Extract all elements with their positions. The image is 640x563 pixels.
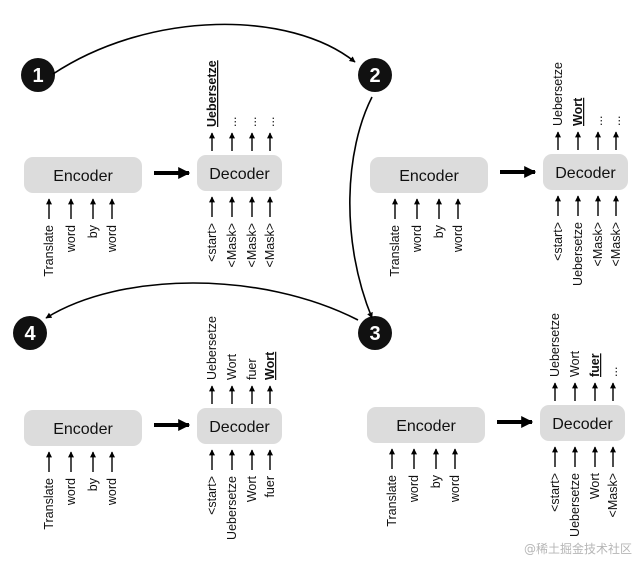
decoder-input-token: Wort (588, 472, 602, 499)
decoder-output-token: Uebersetze (551, 62, 565, 126)
decoder-box (540, 405, 625, 441)
decoder-input-token: Uebersetze (571, 222, 585, 286)
step-number: 3 (369, 323, 380, 345)
decoder-input-token: <Mask> (591, 222, 605, 266)
decoder-input-token: <start> (548, 473, 562, 512)
decoder-label: Decoder (209, 419, 270, 436)
encoder-input-token: word (451, 225, 465, 253)
decoder-box (543, 154, 628, 190)
decoder-output-token: ... (225, 117, 239, 127)
step-number: 2 (369, 65, 380, 87)
decoder-output-token: ... (245, 117, 259, 127)
decoder-box (197, 155, 282, 191)
encoder-input-token: Translate (42, 478, 56, 530)
decoder-label: Decoder (555, 165, 616, 182)
encoder-label: Encoder (53, 168, 113, 185)
encoder-input-token: word (64, 478, 78, 506)
decoder-input-token: <Mask> (245, 223, 259, 267)
encoder-input-token: by (432, 224, 446, 238)
decoder-input-token: <start> (205, 223, 219, 262)
step-badge (13, 316, 47, 350)
decoder-output-token: ... (609, 116, 623, 126)
transition-arrow-2-to-3 (349, 96, 373, 319)
decoder-input-token: <Mask> (225, 223, 239, 267)
encoder-box (370, 157, 488, 193)
encoder-box (24, 410, 142, 446)
decoder-output-token-current: fuer (588, 353, 602, 377)
decoder-box (197, 408, 282, 444)
decoder-output-token: ... (263, 117, 277, 127)
encoder-input-token: by (86, 477, 100, 491)
decoder-output-token: fuer (245, 358, 259, 380)
decoder-input-token: fuer (263, 476, 277, 498)
encoder-input-token: word (407, 475, 421, 503)
decoder-input-token: <start> (205, 476, 219, 515)
encoder-input-token: word (410, 225, 424, 253)
decoder-input-token: <start> (551, 222, 565, 261)
decoder-output-token: ... (606, 367, 620, 377)
encoder-input-token: word (448, 475, 462, 503)
encoder-input-token: word (64, 225, 78, 253)
encoder-input-token: Translate (42, 225, 56, 277)
encoder-input-token: Translate (388, 225, 402, 277)
step-badge (358, 58, 392, 92)
encoder-label: Encoder (396, 418, 456, 435)
encoder-box (367, 407, 485, 443)
decoder-output-token-current: Wort (263, 351, 277, 380)
encoder-input-token: word (105, 225, 119, 253)
watermark-text: @稀土掘金技术社区 (523, 542, 632, 556)
decoder-label: Decoder (552, 416, 613, 433)
decoder-input-token: <Mask> (609, 222, 623, 266)
encoder-input-token: by (429, 474, 443, 488)
decoder-input-token: Uebersetze (568, 473, 582, 537)
decoder-input-token: Wort (245, 475, 259, 502)
step-badge (358, 316, 392, 350)
encoder-label: Encoder (53, 421, 113, 438)
transition-arrow-1-to-2 (52, 23, 356, 75)
decoder-input-token: <Mask> (263, 223, 277, 267)
transition-arrow-3-to-4 (45, 282, 359, 321)
decoder-output-token: Uebersetze (205, 316, 219, 380)
encoder-input-token: by (86, 224, 100, 238)
decoder-output-token: ... (591, 116, 605, 126)
decoder-input-token: Uebersetze (225, 476, 239, 540)
decoder-output-token: Wort (225, 353, 239, 380)
decoder-output-token: Wort (568, 350, 582, 377)
decoder-output-token-current: Uebersetze (205, 60, 219, 127)
decoder-label: Decoder (209, 166, 270, 183)
encoder-label: Encoder (399, 168, 459, 185)
decoder-output-token: Uebersetze (548, 313, 562, 377)
encoder-input-token: Translate (385, 475, 399, 527)
step-badge (21, 58, 55, 92)
encoder-box (24, 157, 142, 193)
encoder-input-token: word (105, 478, 119, 506)
decoder-output-token-current: Wort (571, 97, 585, 126)
step-number: 1 (32, 65, 43, 87)
step-number: 4 (24, 323, 36, 345)
decoder-input-token: <Mask> (606, 473, 620, 517)
